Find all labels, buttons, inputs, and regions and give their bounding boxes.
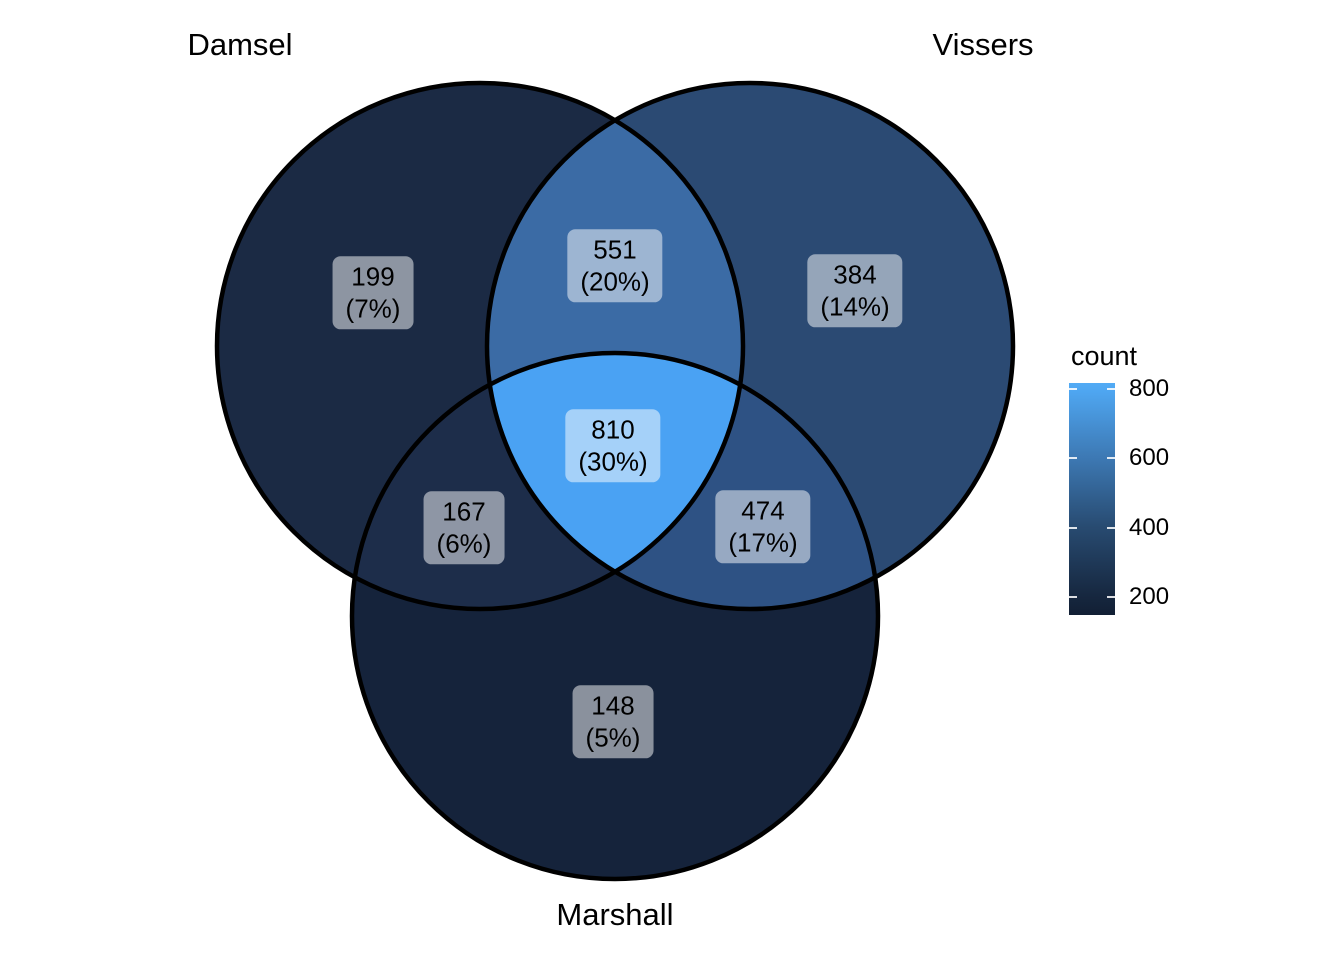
marshall-circle-outline <box>349 350 881 882</box>
legend-tick-label-800: 800 <box>1129 375 1170 402</box>
label-marshall-only-percent: (5%) <box>585 722 641 752</box>
label-damsel-only: 199 (7%) <box>332 256 414 330</box>
label-marshall-only: 148 (5%) <box>572 685 654 759</box>
label-vissers-marshall-count: 474 <box>741 495 785 526</box>
legend-tick-mark <box>1069 596 1077 598</box>
legend-tick-mark <box>1107 596 1115 598</box>
label-damsel-only-count: 199 <box>351 261 395 292</box>
label-damsel-marshall-count: 167 <box>442 496 486 527</box>
label-damsel-vissers-percent: (20%) <box>580 266 650 296</box>
label-vissers-only: 384 (14%) <box>807 254 903 328</box>
label-all-three-count: 810 <box>591 414 635 445</box>
label-damsel-marshall-percent: (6%) <box>436 528 492 558</box>
legend-tick-label-600: 600 <box>1129 444 1170 471</box>
label-all-three: 810 (30%) <box>565 409 661 483</box>
label-vissers-marshall-percent: (17%) <box>728 527 798 557</box>
damsel-circle-outline <box>214 80 746 612</box>
legend-tick-label-200: 200 <box>1129 583 1170 610</box>
legend-tick-mark <box>1107 457 1115 459</box>
legend-title: count <box>1071 341 1138 371</box>
label-damsel-vissers-count: 551 <box>593 234 637 265</box>
label-damsel-marshall: 167 (6%) <box>423 491 505 565</box>
vissers-circle-outline <box>484 80 1016 612</box>
region-vissers-marshall <box>487 353 878 609</box>
set-title-damsel: Damsel <box>187 27 293 62</box>
legend: count 800 600 400 200 <box>1069 341 1269 615</box>
legend-gradient-bar <box>1069 383 1115 615</box>
legend-tick-mark <box>1069 388 1077 390</box>
legend-tick-mark <box>1069 457 1077 459</box>
label-damsel-vissers: 551 (20%) <box>567 229 663 303</box>
region-damsel-marshall <box>352 353 743 609</box>
label-damsel-only-percent: (7%) <box>345 293 401 323</box>
label-marshall-only-count: 148 <box>591 690 635 721</box>
legend-tick-mark <box>1069 527 1077 529</box>
legend-tick-mark <box>1107 388 1115 390</box>
label-all-three-percent: (30%) <box>578 446 648 476</box>
label-vissers-marshall: 474 (17%) <box>715 490 811 564</box>
legend-tick-label-400: 400 <box>1129 514 1170 541</box>
legend-tick-mark <box>1107 527 1115 529</box>
set-title-vissers: Vissers <box>932 27 1034 62</box>
label-vissers-only-count: 384 <box>833 259 877 290</box>
label-vissers-only-percent: (14%) <box>820 291 890 321</box>
set-title-marshall: Marshall <box>556 897 674 932</box>
